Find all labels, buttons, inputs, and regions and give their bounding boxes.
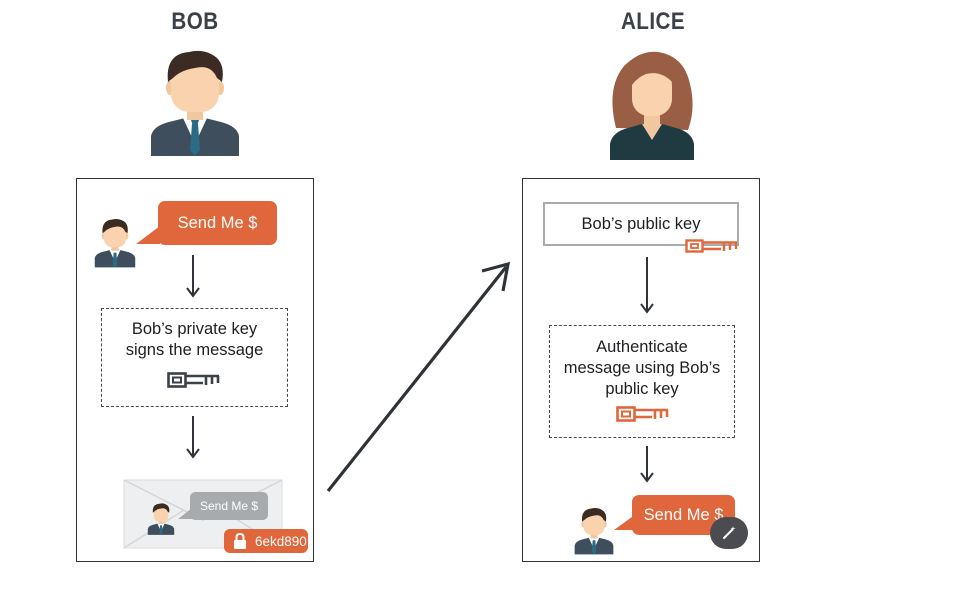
private-key-box xyxy=(101,308,288,407)
public-key-box xyxy=(543,202,739,246)
authenticate-text-line3: public key xyxy=(605,380,679,398)
authenticate-box xyxy=(549,325,735,438)
bob-avatar-icon xyxy=(151,50,239,156)
bubble-tail xyxy=(614,514,636,530)
bubble-tail xyxy=(136,226,160,244)
alice-title: ALICE xyxy=(620,8,686,35)
bubble-tail xyxy=(178,508,192,519)
arrow-icon xyxy=(186,255,200,298)
signature-tag: 6ekd890 xyxy=(224,529,308,553)
bob-avatar-icon xyxy=(574,508,614,555)
bob-avatar-icon xyxy=(94,219,136,268)
signature-value: 6ekd890 xyxy=(255,533,307,549)
bob-title: BOB xyxy=(171,8,219,35)
arrow-icon xyxy=(640,257,654,314)
authenticate-text-line1: Authenticate xyxy=(596,338,688,356)
lock-icon xyxy=(234,532,246,549)
authenticate-text-line2: message using Bob’s xyxy=(563,359,721,377)
magic-wand-button[interactable] xyxy=(710,517,748,549)
key-icon xyxy=(167,372,220,388)
magic-wand-icon xyxy=(723,526,736,539)
public-key-label: Bob’s public key xyxy=(581,215,701,233)
bob-avatar-icon xyxy=(147,503,175,535)
envelope-bubble: Send Me $ xyxy=(190,492,268,520)
send-me-bubble: Send Me $ xyxy=(158,201,277,245)
private-key-text-line1: Bob’s private key xyxy=(131,320,258,338)
private-key-text-line2: signs the message xyxy=(125,341,264,359)
key-icon xyxy=(685,239,738,253)
arrow-icon xyxy=(640,446,654,483)
alice-avatar-icon xyxy=(610,51,694,160)
arrow-icon xyxy=(326,261,511,492)
arrow-icon xyxy=(186,416,200,459)
key-icon xyxy=(616,406,669,422)
